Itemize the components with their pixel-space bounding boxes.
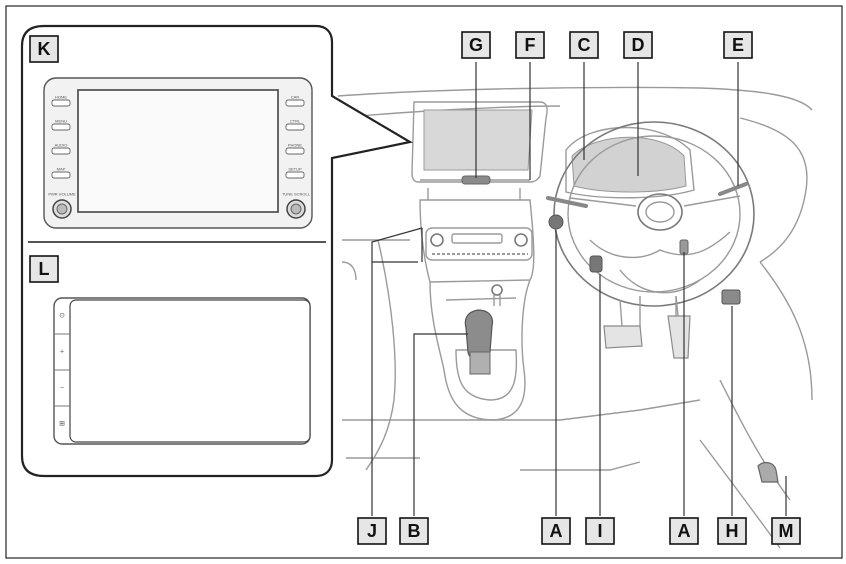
display-screen-l xyxy=(69,299,311,443)
diagram-frame xyxy=(5,5,843,559)
svg-text:L: L xyxy=(39,259,50,279)
k-left-button-4: MAP xyxy=(51,167,71,179)
k-right-button-3: PHONE xyxy=(285,143,305,155)
svg-text:SETUP: SETUP xyxy=(288,167,302,172)
l-side-button-2: + xyxy=(60,349,64,356)
svg-text:G: G xyxy=(469,35,483,55)
svg-text:J: J xyxy=(367,521,377,541)
k-left-button-2: MENU xyxy=(51,119,71,131)
label-g: G xyxy=(461,31,491,59)
l-side-button-4: ⊞ xyxy=(59,421,65,428)
svg-text:M: M xyxy=(779,521,794,541)
label-i: I xyxy=(585,517,615,545)
svg-text:MAP: MAP xyxy=(57,167,66,172)
label-j: J xyxy=(357,517,387,545)
display-screen-k xyxy=(77,89,279,213)
svg-text:AUDIO: AUDIO xyxy=(55,143,68,148)
k-right-button-1: CAR xyxy=(285,95,305,107)
k-left-buttons: HOME MENU AUDIO MAP PWR VOLUME xyxy=(48,95,76,197)
svg-text:HOME: HOME xyxy=(55,95,67,100)
label-a-left: A xyxy=(541,517,571,545)
label-a-right: A xyxy=(669,517,699,545)
l-side-button-1: ⊙ xyxy=(59,313,65,320)
leader-lines xyxy=(371,62,787,516)
label-m: M xyxy=(771,517,801,545)
svg-text:C: C xyxy=(578,35,591,55)
k-right-button-4: SETUP xyxy=(285,167,305,179)
k-knob-label-right: TUNE SCROLL xyxy=(282,192,311,197)
svg-text:D: D xyxy=(632,35,645,55)
inset-panel: HOME MENU AUDIO MAP PWR VOLUME CAR CTRL PHONE S… xyxy=(20,24,414,478)
svg-text:F: F xyxy=(525,35,536,55)
k-left-button-3: AUDIO xyxy=(51,143,71,155)
label-h: H xyxy=(717,517,747,545)
k-right-buttons: CAR CTRL PHONE SETUP TUNE SCROLL xyxy=(282,95,311,197)
dashboard-sketch xyxy=(337,86,813,549)
label-d: D xyxy=(623,31,653,59)
svg-text:K: K xyxy=(38,39,51,59)
svg-text:PHONE: PHONE xyxy=(288,143,303,148)
svg-text:I: I xyxy=(597,521,602,541)
svg-text:CAR: CAR xyxy=(291,95,300,100)
k-right-button-2: CTRL xyxy=(285,119,305,131)
label-f: F xyxy=(515,31,545,59)
svg-text:E: E xyxy=(732,35,744,55)
svg-text:A: A xyxy=(678,521,691,541)
k-knob-label-left: PWR VOLUME xyxy=(48,192,76,197)
k-left-button-1: HOME xyxy=(51,95,71,107)
label-k: K xyxy=(29,35,59,63)
l-side-buttons: ⊙ + − ⊞ xyxy=(59,313,65,428)
svg-text:CTRL: CTRL xyxy=(290,119,301,124)
svg-text:B: B xyxy=(408,521,421,541)
label-b: B xyxy=(399,517,429,545)
label-c: C xyxy=(569,31,599,59)
l-side-button-3: − xyxy=(60,385,64,392)
svg-text:H: H xyxy=(726,521,739,541)
svg-text:MENU: MENU xyxy=(55,119,67,124)
label-l: L xyxy=(29,255,59,283)
svg-text:A: A xyxy=(550,521,563,541)
label-e: E xyxy=(723,31,753,59)
